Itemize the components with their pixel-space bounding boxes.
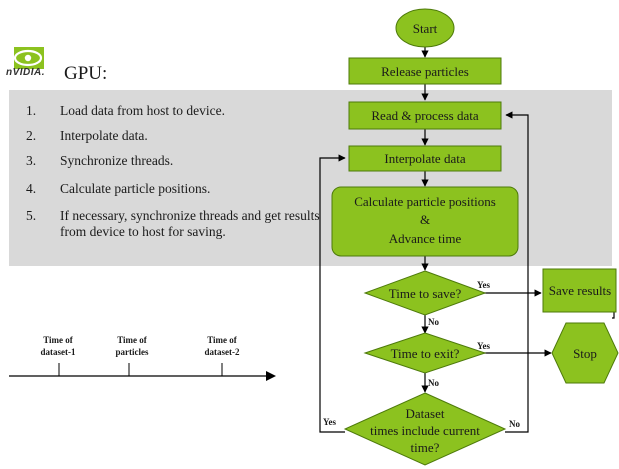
step-text: If necessary, synchronize threads and ge… <box>60 208 320 239</box>
save-yes-label: Yes <box>477 280 490 290</box>
calculate-node <box>331 186 519 257</box>
read-process-node <box>348 101 502 130</box>
start-label: Start <box>413 21 438 36</box>
step-text: Synchronize threads. <box>60 153 174 168</box>
read-label: Read & process data <box>371 108 478 123</box>
save-no-label: No <box>428 317 439 327</box>
step-number: 1. <box>26 103 37 118</box>
stop-label: Stop <box>573 346 597 361</box>
timeline-arrowhead <box>266 371 276 381</box>
exit-question-label: Time to exit? <box>391 346 460 361</box>
release-particles-node <box>348 57 502 85</box>
step-text: Load data from host to device. <box>60 103 225 118</box>
calc-label-line3: Advance time <box>389 231 462 246</box>
step-text: Interpolate data. <box>60 128 148 143</box>
dataset-label-line1: Dataset <box>406 406 445 421</box>
nvidia-eye-icon <box>13 47 44 69</box>
step-number: 2. <box>26 128 37 143</box>
dataset-label-line2: times include current <box>370 423 480 438</box>
interpolate-label: Interpolate data <box>384 151 465 166</box>
save-results-label: Save results <box>549 283 611 298</box>
edge-dataset-no-loop <box>505 111 529 433</box>
timeline-label: dataset-2 <box>205 347 240 357</box>
dataset-times-decision <box>343 392 507 466</box>
stop-node <box>551 322 619 384</box>
calc-label-line2: & <box>420 212 430 227</box>
dataset-no-label: No <box>509 419 520 429</box>
start-node <box>395 8 455 48</box>
timeline-label: dataset-1 <box>41 347 76 357</box>
step-text: Calculate particle positions. <box>60 181 211 196</box>
release-label: Release particles <box>381 64 469 79</box>
interpolate-node <box>348 145 502 172</box>
timeline-label: particles <box>116 347 149 357</box>
edge-dataset-yes-loop <box>319 154 346 433</box>
exit-yes-label: Yes <box>477 341 490 351</box>
dataset-yes-label: Yes <box>323 417 336 427</box>
exit-no-label: No <box>428 378 439 388</box>
save-question-label: Time to save? <box>389 286 462 301</box>
time-to-save-decision <box>363 270 487 316</box>
gpu-title: GPU: <box>64 63 108 84</box>
timeline-label: Time of <box>117 335 148 345</box>
step-number: 5. <box>26 208 37 223</box>
nvidia-logo-text: nVIDIA. <box>6 67 46 78</box>
timeline-label: Time of <box>207 335 238 345</box>
calc-label-line1: Calculate particle positions <box>354 194 496 209</box>
timeline-label: Time of <box>43 335 74 345</box>
dataset-label-line3: time? <box>411 440 440 455</box>
step-number: 4. <box>26 181 37 196</box>
time-to-exit-decision <box>363 332 487 374</box>
save-results-node <box>542 268 617 313</box>
step-number: 3. <box>26 153 37 168</box>
